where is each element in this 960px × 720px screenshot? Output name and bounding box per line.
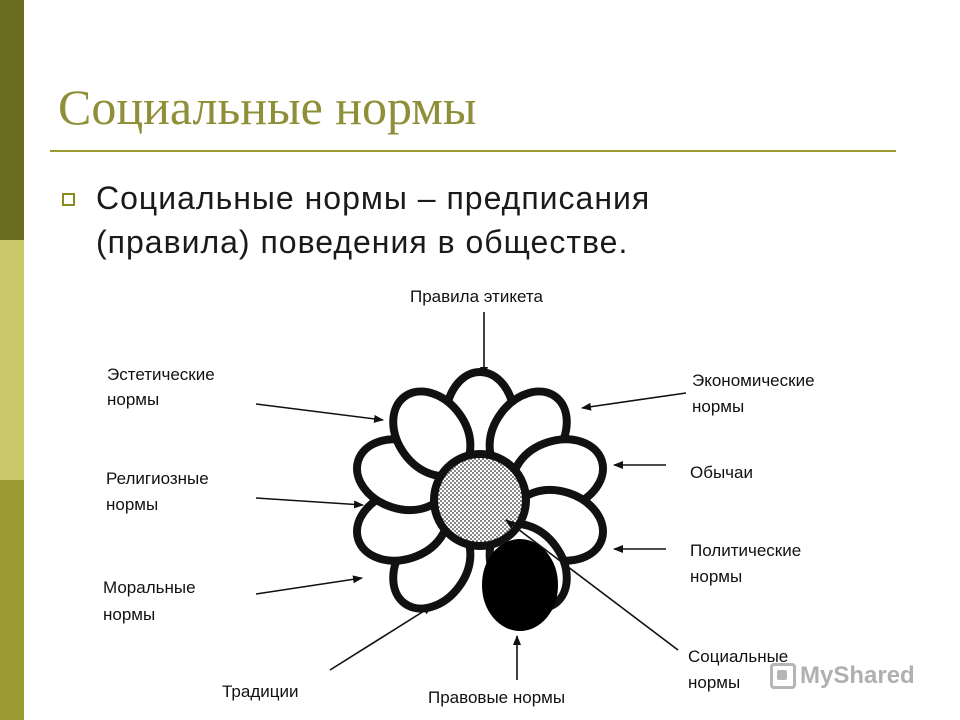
label-social-line1: Социальные — [688, 647, 788, 666]
label-aesthetic-line2: нормы — [107, 390, 159, 409]
label-legal: Правовые нормы — [428, 688, 565, 707]
arrow-economic — [581, 392, 687, 411]
arrow-religious — [255, 497, 364, 509]
flower-center-social-norms — [430, 450, 530, 550]
watermark: MyShared — [770, 660, 915, 692]
label-customs: Обычаи — [690, 463, 753, 482]
label-religious-line1: Религиозные — [106, 469, 209, 488]
watermark-text: MyShared — [800, 662, 915, 689]
label-political-line2: нормы — [690, 567, 742, 586]
label-economic-line1: Экономические — [692, 371, 815, 390]
flower-petals — [353, 368, 607, 613]
bullet-definition: Социальные нормы – предписания (правила)… — [96, 176, 876, 264]
bullet-line-1: Социальные нормы – предписания — [96, 180, 651, 216]
arrow-aesthetic — [255, 403, 384, 423]
label-political-line1: Политические — [690, 541, 801, 560]
sidebar-band-middle — [0, 240, 24, 480]
sidebar-band-bottom — [0, 480, 24, 720]
petal-legal-norms — [482, 539, 558, 631]
slide-title: Социальные нормы — [58, 79, 477, 135]
arrow-moral — [255, 575, 363, 595]
label-traditions: Традиции — [222, 682, 298, 701]
arrow-social — [505, 519, 679, 651]
arrow-traditions — [329, 605, 433, 671]
label-etiquette: Правила этикета — [410, 287, 543, 306]
label-economic-line2: нормы — [692, 397, 744, 416]
myshared-logo-icon — [770, 663, 796, 689]
label-religious-line2: нормы — [106, 495, 158, 514]
sidebar-band-top — [0, 0, 24, 240]
label-aesthetic-line1: Эстетические — [107, 365, 215, 384]
label-moral-line2: нормы — [103, 605, 155, 624]
bullet-line-2: (правила) поведения в обществе. — [96, 224, 629, 260]
label-moral-line1: Моральные — [103, 578, 196, 597]
label-social-line2: нормы — [688, 673, 740, 692]
title-divider — [50, 150, 896, 152]
bullet-square-icon — [62, 193, 75, 206]
